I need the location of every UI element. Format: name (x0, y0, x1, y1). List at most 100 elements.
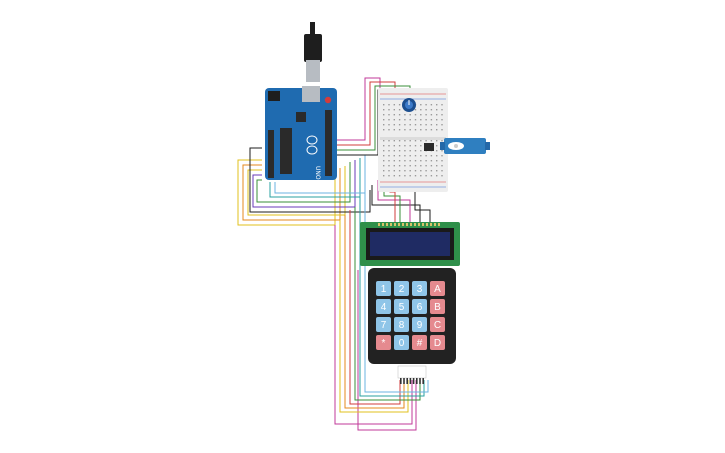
servo-tab-left (440, 142, 445, 150)
wire-black-lcd-1 (371, 185, 421, 222)
keypad-key-face[interactable] (394, 335, 409, 350)
breadboard-hole (383, 124, 385, 126)
breadboard-hole (388, 109, 390, 111)
lcd-pin (402, 223, 404, 226)
potentiometer[interactable] (402, 98, 416, 112)
breadboard-hole (388, 124, 390, 126)
servo-motor[interactable] (424, 138, 490, 154)
breadboard-hole (383, 160, 385, 162)
breadboard-hole (404, 114, 406, 116)
keypad-key-d[interactable]: D (430, 335, 445, 350)
keypad-key-a[interactable]: A (430, 281, 445, 296)
wire-black-lcd-2 (414, 185, 431, 222)
keypad-key-6[interactable]: 6 (412, 299, 427, 314)
keypad-key-label: A (434, 284, 441, 295)
keypad-connector-pin (400, 378, 402, 384)
breadboard-hole (398, 175, 401, 177)
keypad-key-face[interactable] (394, 281, 409, 296)
breadboard-hole (393, 160, 395, 162)
breadboard-hole (388, 140, 390, 142)
breadboard-hole (441, 109, 443, 111)
breadboard-hole (441, 124, 443, 126)
breadboard-hole (383, 129, 385, 131)
breadboard-hole (404, 145, 406, 147)
breadboard-hole (430, 129, 433, 131)
keypad-key-4[interactable]: 4 (376, 299, 391, 314)
keypad-key-face[interactable] (394, 317, 409, 332)
keypad-key-0[interactable]: 0 (394, 335, 409, 350)
keypad-key-face[interactable] (430, 335, 445, 350)
keypad-key-label: B (434, 302, 441, 313)
breadboard-hole (398, 119, 401, 121)
breadboard-hole (409, 155, 411, 157)
breadboard-hole (398, 155, 401, 157)
keypad-key-2[interactable]: 2 (394, 281, 409, 296)
usb-plug (304, 34, 322, 62)
breadboard-hole (441, 140, 443, 142)
keypad-key-label: 6 (417, 302, 423, 313)
breadboard-hole (414, 124, 417, 126)
breadboard-hole (436, 160, 438, 162)
breadboard-hole (430, 140, 433, 142)
breadboard-hole (414, 119, 417, 121)
keypad-key-face[interactable] (430, 299, 445, 314)
breadboard-hole (409, 160, 411, 162)
lcd-pin (414, 223, 416, 226)
breadboard-hole (414, 160, 417, 162)
breadboard-hole (420, 140, 422, 142)
keypad-key-7[interactable]: 7 (376, 317, 391, 332)
center-channel (380, 137, 446, 140)
keypad-key-face[interactable] (376, 281, 391, 296)
keypad-key-1[interactable]: 1 (376, 281, 391, 296)
keypad-key-face[interactable] (394, 299, 409, 314)
keypad-key-label: C (434, 320, 441, 331)
wire-yellow-left-loop-2 (247, 166, 346, 216)
keypad-key-b[interactable]: B (430, 299, 445, 314)
breadboard-hole (409, 119, 411, 121)
breadboard-hole (425, 129, 427, 131)
keypad-key-face[interactable] (412, 281, 427, 296)
breadboard-hole (436, 150, 438, 152)
keypad-key-5[interactable]: 5 (394, 299, 409, 314)
wire-keypad-purple (334, 225, 413, 425)
breadboard-hole (420, 104, 422, 106)
breadboard-hole (398, 145, 401, 147)
breadboard-hole (383, 155, 385, 157)
breadboard-hole (398, 104, 401, 106)
keypad-key-face[interactable] (412, 317, 427, 332)
breadboard-hole (398, 124, 401, 126)
keypad-key-8[interactable]: 8 (394, 317, 409, 332)
keypad-key-face[interactable] (430, 317, 445, 332)
keypad-key-face[interactable] (376, 299, 391, 314)
keypad-key-3[interactable]: 3 (412, 281, 427, 296)
keypad-key-face[interactable] (430, 281, 445, 296)
breadboard-hole (388, 160, 390, 162)
wire-lightblue-left-loop (274, 155, 366, 194)
breadboard-hole (441, 175, 443, 177)
reset-button[interactable] (324, 96, 332, 104)
breadboard-hole (404, 160, 406, 162)
keypad-key-star[interactable]: * (376, 335, 391, 350)
lcd-pin (438, 223, 440, 226)
keypad-key-face[interactable] (376, 317, 391, 332)
breadboard-hole (441, 104, 443, 106)
arduino-uno[interactable]: UNO (265, 22, 337, 180)
breadboard-hole (409, 175, 411, 177)
keypad-key-face[interactable] (412, 335, 427, 350)
breadboard-hole (420, 124, 422, 126)
breadboard-hole (388, 155, 390, 157)
breadboard-hole (441, 129, 443, 131)
wire-orange-left-loop (242, 164, 341, 221)
keypad-key-9[interactable]: 9 (412, 317, 427, 332)
keypad-key-label: 7 (381, 320, 387, 331)
keypad-key-face[interactable] (376, 335, 391, 350)
breadboard-hole (388, 104, 390, 106)
breadboard-hole (383, 175, 385, 177)
keypad-key-hash[interactable]: # (412, 335, 427, 350)
keypad-key-face[interactable] (412, 299, 427, 314)
breadboard-hole (425, 109, 427, 111)
keypad-key-c[interactable]: C (430, 317, 445, 332)
